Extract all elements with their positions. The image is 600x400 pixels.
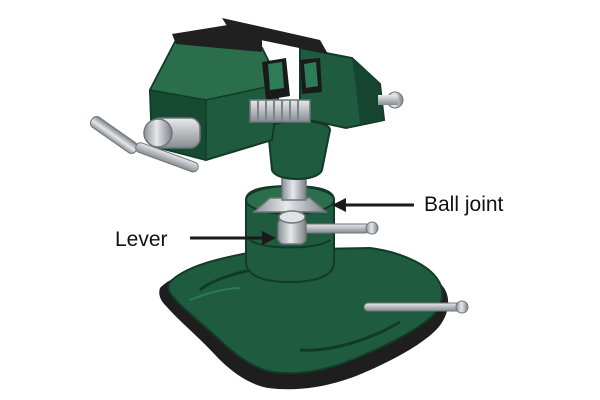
vice-head [148,18,404,180]
ball-joint [252,165,328,213]
lever-label: Lever [115,228,168,251]
lever-arrow [190,231,276,245]
front-handle [89,116,201,173]
ball-joint-label: Ball joint [424,193,504,216]
base-lever [363,300,469,314]
ball-joint-arrow [332,198,414,212]
lever [277,210,379,245]
